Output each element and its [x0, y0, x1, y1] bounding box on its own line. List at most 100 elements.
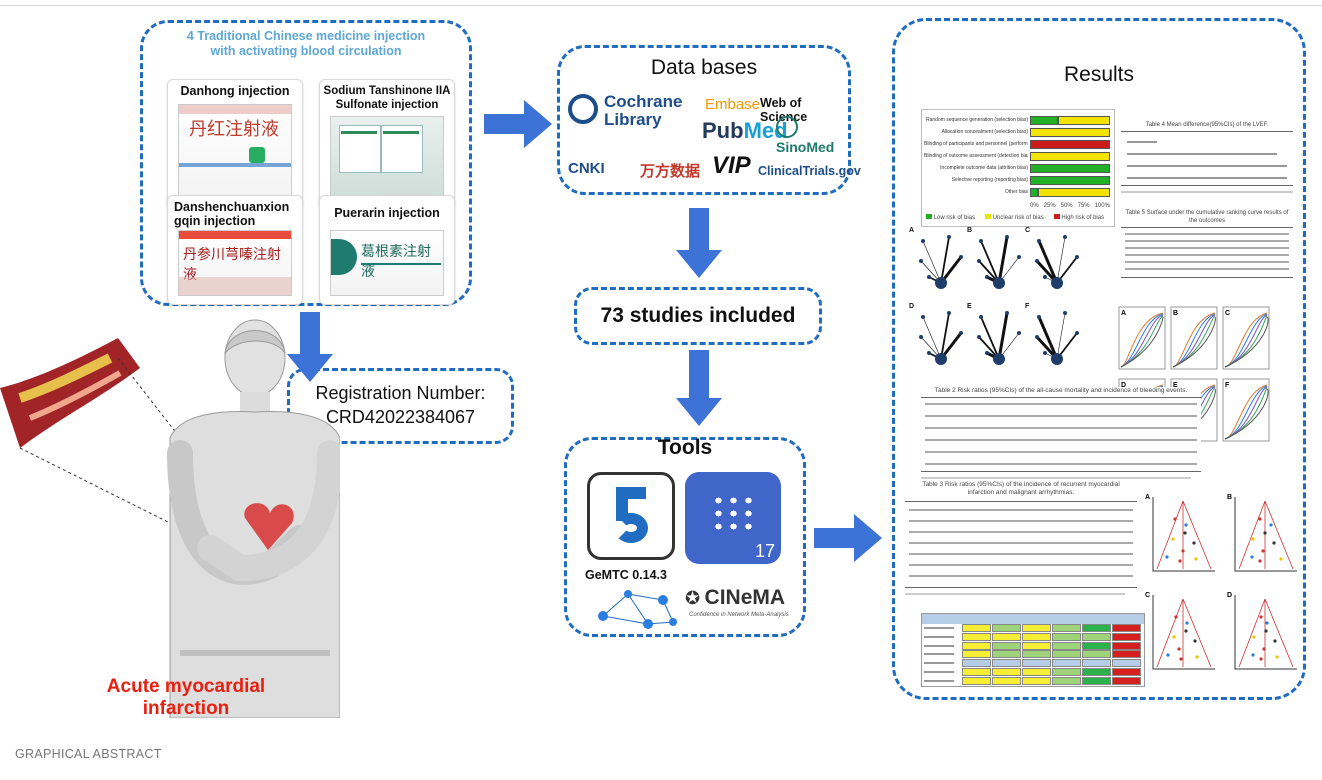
vip-logo: VIP: [712, 152, 751, 179]
cinema-label: CINeMA: [704, 586, 786, 609]
cinema-row-label: [924, 635, 954, 638]
table-text: [925, 403, 1197, 405]
cinema-row-label: [924, 627, 954, 629]
table-text: [925, 463, 1197, 465]
danshen-package-banner: [179, 231, 291, 239]
cinema-row-label: [924, 644, 954, 647]
svg-text:D: D: [1121, 382, 1126, 389]
danhong-package-stripe: [179, 163, 291, 167]
hair-icon: [224, 330, 286, 355]
danshen-package: 丹参川芎嗪注射液: [178, 230, 292, 296]
legend-high-label: High risk of bias: [1061, 215, 1105, 221]
sucra-panel: F: [1222, 378, 1270, 442]
tcm-injections-box: 4 Traditional Chinese medicine injection…: [140, 20, 472, 306]
pubmed-a: Pub: [702, 118, 744, 143]
bias-bar-segment: [1030, 188, 1038, 197]
svg-text:D: D: [1227, 592, 1232, 599]
heart-icon: [244, 503, 294, 550]
table-3: Table 3 Risk ratios (95%CIs) of the inci…: [905, 481, 1137, 605]
table-text: [925, 439, 1197, 441]
bias-bar-segment: [1030, 116, 1058, 125]
table-rule: [1121, 185, 1293, 186]
table-text: [909, 542, 1133, 544]
bias-row-label: Allocation concealment (selection bias): [941, 129, 1028, 135]
puerarin-package: 葛根素注射液: [330, 230, 444, 296]
legend-unclear-label: Unclear risk of bias: [992, 215, 1044, 221]
box-accent: [341, 131, 377, 134]
svg-text:F: F: [1225, 382, 1230, 389]
acute-mi-label: Acute myocardial infarction: [106, 676, 266, 719]
table-text: [1125, 240, 1289, 242]
funnel-plot: D: [1227, 592, 1297, 670]
cinema-cell: [1052, 650, 1081, 659]
table-rule: [1121, 131, 1293, 132]
cinema-cell: [1022, 641, 1051, 650]
svg-text:A: A: [1121, 310, 1126, 317]
network-plot-label: F: [1025, 303, 1030, 310]
cinema-cell: [1112, 632, 1141, 641]
bias-bar-segment: [1030, 164, 1110, 173]
cinema-cell: [992, 650, 1021, 659]
waistband-icon: [180, 650, 330, 656]
network-graph: [977, 235, 1021, 289]
pubmed-logo: PubMed: [702, 118, 788, 144]
cinema-cell: [1052, 632, 1081, 641]
network-plot: F: [1025, 303, 1083, 373]
funnel-plot: A: [1145, 494, 1215, 572]
cinema-cell: [1022, 650, 1051, 659]
legend-low-swatch: [926, 214, 932, 219]
studies-label: 73 studies included: [600, 304, 796, 327]
table-2: Table 2 Risk ratios (95%CIs) of the all-…: [921, 387, 1201, 485]
top-rule: [0, 5, 1322, 6]
table-text: [1121, 191, 1293, 193]
wanfang-logo: 万方数据: [640, 163, 701, 180]
ctgov-logo: ClinicalTrials.gov: [758, 164, 861, 178]
cinema-logo: ✪ CINeMA: [685, 586, 785, 610]
sucra-panel: A: [1118, 306, 1166, 370]
embase-logo: Embase: [705, 96, 761, 113]
svg-text:A: A: [1145, 494, 1150, 501]
tools-title: Tools: [657, 436, 713, 459]
network-graph: [919, 235, 963, 289]
table-text: [1127, 177, 1287, 179]
arrow-right-1: [484, 100, 552, 148]
table-text: [909, 520, 1133, 522]
gemtc-label: GeMTC 0.14.3: [585, 568, 667, 582]
table-text: [909, 575, 1133, 577]
cinema-cell: [1022, 624, 1051, 632]
cinema-cell: [962, 632, 991, 641]
network-plot-label: D: [909, 303, 915, 310]
drug-label: Puerarin injection: [334, 206, 440, 220]
cinema-cell: [962, 668, 991, 676]
cinema-cell: [1082, 641, 1111, 650]
gemtc-logo-icon: [587, 472, 675, 560]
network-plot: C: [1025, 227, 1083, 297]
cinema-cell: [962, 650, 991, 659]
sinomed-icon: [776, 116, 798, 138]
table-text: [1127, 141, 1157, 143]
cinema-cell: [1082, 676, 1111, 685]
network-plot: D: [909, 303, 967, 373]
drug-label: Sodium Tanshinone IIA Sulfonate injectio…: [323, 85, 451, 111]
registration-label: Registration Number:: [315, 383, 486, 403]
puerarin-package-logo: [331, 239, 357, 275]
cinema-row-label: [924, 662, 954, 665]
bias-axis: 0% 25% 50% 75% 100%: [1030, 202, 1110, 210]
table-2-title: Table 2 Risk ratios (95%CIs) of the all-…: [934, 387, 1188, 394]
cinema-cell: [1112, 641, 1141, 650]
risk-of-bias-chart: Random sequence generation (selection bi…: [921, 109, 1115, 227]
artery-plaque: [18, 353, 113, 403]
svg-text:B: B: [1227, 494, 1232, 501]
table-4-title: Table 4 Mean difference(95%CIs) of the L…: [1145, 122, 1269, 128]
cnki-logo: CNKI: [568, 160, 605, 177]
cinema-cell: [962, 659, 991, 668]
network-graph-icon: [598, 590, 677, 629]
cochrane-line1: Cochrane: [604, 92, 683, 111]
cinema-cell: [1112, 650, 1141, 659]
table-text: [1125, 261, 1289, 263]
results-box: Results Random sequence generation (sele…: [892, 18, 1306, 700]
bias-bar-segment: [1030, 128, 1110, 137]
sinomed-logo: SinoMed: [776, 116, 848, 156]
cinema-cell: [992, 624, 1021, 632]
axis-tick: 100%: [1094, 203, 1110, 209]
